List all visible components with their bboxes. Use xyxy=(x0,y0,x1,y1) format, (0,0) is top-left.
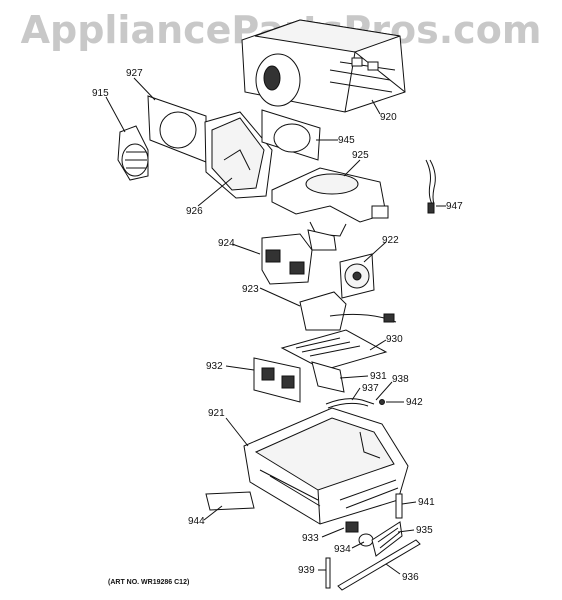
leader-lines xyxy=(105,77,446,575)
part-923-control xyxy=(299,291,397,331)
part-944-strip xyxy=(205,491,255,511)
callout-941: 941 xyxy=(418,497,435,508)
callout-931: 931 xyxy=(370,371,387,382)
part-937-938-wiring xyxy=(325,398,385,409)
part-932-filter xyxy=(253,357,301,403)
part-939-rod xyxy=(325,557,331,589)
part-925-bracket xyxy=(271,167,389,237)
callout-936: 936 xyxy=(402,572,419,583)
callout-921: 921 xyxy=(208,408,225,419)
part-931-bracket xyxy=(311,361,345,393)
part-924-damper xyxy=(261,229,337,285)
callout-922: 922 xyxy=(382,235,399,246)
callout-934: 934 xyxy=(334,544,351,555)
part-915-fan-motor xyxy=(117,125,149,181)
callout-927: 927 xyxy=(126,68,143,79)
part-926-duct xyxy=(204,111,273,199)
callout-937: 937 xyxy=(362,383,379,394)
callout-933: 933 xyxy=(302,533,319,544)
part-933-934-light xyxy=(345,521,374,547)
part-930-plate xyxy=(280,329,388,371)
callout-938: 938 xyxy=(392,374,409,385)
callout-926: 926 xyxy=(186,206,203,217)
callout-947: 947 xyxy=(446,201,463,212)
callout-930: 930 xyxy=(386,334,403,345)
part-936-bar xyxy=(337,539,421,591)
art-number: (ART NO. WR19286 C12) xyxy=(108,579,189,586)
callout-915: 915 xyxy=(92,88,109,99)
callout-944: 944 xyxy=(188,516,205,527)
callout-942: 942 xyxy=(406,397,423,408)
callout-935: 935 xyxy=(416,525,433,536)
part-947-sensor xyxy=(425,159,436,214)
callout-923: 923 xyxy=(242,284,259,295)
part-920-ice-maker xyxy=(241,19,406,113)
callout-939: 939 xyxy=(298,565,315,576)
part-941-pin xyxy=(395,493,403,519)
part-921-bucket xyxy=(243,407,409,525)
part-935-grille xyxy=(371,521,403,557)
callout-925: 925 xyxy=(352,150,369,161)
callout-932: 932 xyxy=(206,361,223,372)
part-922-fan xyxy=(339,253,375,299)
callout-920: 920 xyxy=(380,112,397,123)
callout-924: 924 xyxy=(218,238,235,249)
part-945-seal xyxy=(261,109,321,161)
callout-945: 945 xyxy=(338,135,355,146)
part-927-gasket xyxy=(147,95,207,163)
